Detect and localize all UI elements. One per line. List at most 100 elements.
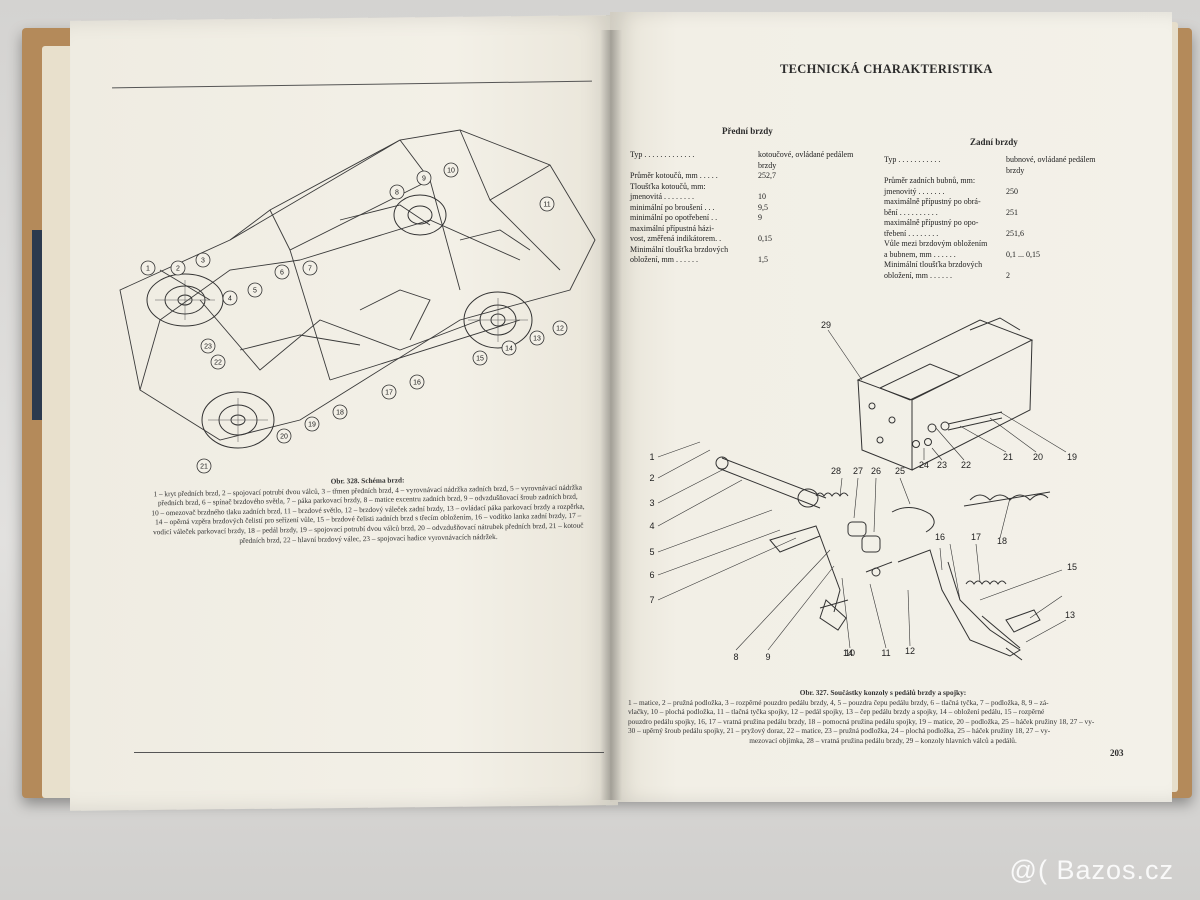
- rear-spec-value: 251,6: [1006, 228, 1024, 238]
- rear-spec-row: Průměr zadních bubnů, mm:: [884, 176, 1074, 187]
- left-callout-number: 21: [200, 464, 208, 471]
- front-spec-value: 9: [758, 213, 762, 222]
- right-caption-line: Obr. 327. Součástky konzoly s pedálů brz…: [799, 688, 967, 697]
- pedal-callout-number: 9: [765, 652, 770, 662]
- rear-spec-label: a bubnem, mm . . . . . .: [884, 249, 956, 259]
- page-number: 203: [1110, 748, 1124, 758]
- rear-spec-label: maximálně přípustný po obrá-: [884, 197, 981, 206]
- rear-spec-row: obložení, mm . . . . . . 2: [884, 271, 1074, 282]
- left-callout-number: 19: [308, 422, 316, 429]
- rear-spec-row: a bubnem, mm . . . . . . 0,1 ... 0,15: [884, 250, 1074, 261]
- left-callout-number: 4: [228, 296, 232, 303]
- left-callouts: [140, 162, 568, 474]
- right-caption-line: 30 – upěrný šroub pedálu spojky, 21 – pr…: [628, 726, 1051, 736]
- front-spec-row: minimální po opotřebení . .9: [630, 213, 790, 224]
- pedal-callout-number: 7: [649, 595, 654, 605]
- pedal-callout-number: 13: [1065, 610, 1075, 620]
- left-callout-number: 3: [201, 258, 205, 265]
- left-callout-number: 15: [476, 356, 484, 363]
- front-spec-label: obložení, mm . . . . . .: [630, 255, 698, 264]
- pedal-callout-number: 25: [895, 466, 905, 476]
- right-caption-line: pouzdro pedálu spojky, 16, 17 – vratná p…: [628, 716, 1095, 726]
- rear-spec-label: obložení, mm . . . . . .: [884, 270, 952, 280]
- front-spec-value: brzdy: [758, 160, 777, 170]
- pedal-callout-number: 23: [937, 460, 947, 470]
- front-spec-row: Minimální tloušťka brzdových: [630, 245, 790, 256]
- pedal-callout-number: 2: [649, 473, 654, 483]
- right-page: [610, 12, 1172, 802]
- front-brakes-table: Typ . . . . . . . . . . . . . kotoučové, …: [630, 150, 853, 266]
- front-spec-row: vost, změřená indikátorem. . 0,15: [630, 234, 790, 245]
- front-spec-row: maximální přípustná házi-: [630, 224, 790, 235]
- front-spec-value: 0,15: [758, 234, 772, 243]
- pedal-callout-number: 16: [935, 532, 945, 542]
- front-spec-label: jmenovitá . . . . . . . .: [630, 192, 694, 201]
- pedal-callout-number: 1: [649, 452, 654, 462]
- rear-spec-row: Vůle mezi brzdovým obložením: [884, 239, 1074, 250]
- left-figure-caption: Obr. 328. Schéma brzd: 1 – kryt předních…: [120, 472, 617, 547]
- left-callout-number: 13: [533, 336, 541, 343]
- pedal-callout-number: 26: [871, 466, 881, 476]
- rear-spec-label: Vůle mezi brzdovým obložením: [884, 239, 988, 248]
- left-callout-number: 9: [422, 176, 426, 183]
- pedal-callout-number: 21: [1003, 452, 1013, 462]
- front-spec-label: vost, změřená indikátorem. .: [630, 234, 722, 243]
- left-callout-number: 14: [505, 346, 513, 353]
- pedal-callout-number: 17: [971, 532, 981, 542]
- rear-spec-row: Minimální tloušťka brzdových: [884, 260, 1074, 271]
- rear-brakes-table: Typ . . . . . . . . . . .bubnové, ovláda…: [884, 155, 1096, 282]
- right-figure-caption: Obr. 327. Součástky konzoly s pedálů brz…: [628, 688, 1138, 746]
- left-callout-number: 17: [385, 390, 393, 397]
- pedal-callout-number: 6: [649, 570, 654, 580]
- pedal-callout-number: 14: [843, 648, 853, 658]
- rear-spec-row: bění . . . . . . . . . .251: [884, 208, 1074, 219]
- rear-spec-label: jmenovitý . . . . . . .: [884, 186, 945, 196]
- left-callout-number: 18: [336, 410, 344, 417]
- rear-spec-value: 2: [1006, 270, 1010, 280]
- pedal-callout-number: 27: [853, 466, 863, 476]
- left-callout-number: 2: [176, 266, 180, 273]
- rear-spec-label: bění . . . . . . . . . .: [884, 207, 938, 217]
- left-callout-number: 11: [543, 202, 550, 209]
- pedal-callout-number: 4: [649, 521, 654, 531]
- watermark: @( Bazos.cz: [1009, 855, 1174, 885]
- pedal-callout-number: 3: [649, 498, 654, 508]
- pedal-callout-number: 29: [821, 320, 831, 330]
- pedal-callout-number: 22: [961, 460, 971, 470]
- front-spec-row: Průměr kotoučů, mm . . . . .252,7: [630, 171, 790, 182]
- rear-spec-row: jmenovitý . . . . . . .250: [884, 187, 1074, 198]
- book-gutter: [600, 30, 622, 800]
- rear-spec-row: Typ . . . . . . . . . . .bubnové, ovláda…: [884, 155, 1096, 166]
- rear-spec-label: maximálně přípustný po opo-: [884, 218, 979, 227]
- page-title: TECHNICKÁ CHARAKTERISTIKA: [780, 62, 993, 76]
- rear-spec-value: brzdy: [1006, 165, 1025, 175]
- left-callout-number: 8: [395, 190, 399, 197]
- left-callout-number: 10: [447, 168, 455, 175]
- front-spec-label: minimální po broušení . . .: [630, 202, 715, 212]
- rear-spec-row: třebení . . . . . . . . 251,6: [884, 229, 1074, 240]
- rear-spec-row: brzdy: [884, 166, 1074, 177]
- front-spec-value: kotoučové, ovládané pedálem: [758, 150, 854, 159]
- right-caption-line: vlačky, 10 – plochá podložka, 11 – tlačn…: [628, 707, 1045, 717]
- rear-spec-value: bubnové, ovládané pedálem: [1006, 155, 1096, 164]
- pedal-callout-number: 15: [1067, 562, 1077, 572]
- right-caption-line: 1 – matice, 2 – pružná podložka, 3 – roz…: [628, 697, 1049, 707]
- pedal-callout-number: 11: [881, 648, 890, 658]
- front-spec-row: Typ . . . . . . . . . . . . . kotoučové, …: [630, 150, 853, 161]
- left-callout-number: 20: [280, 434, 288, 441]
- front-spec-row: brzdy: [630, 161, 790, 172]
- front-brakes-heading: Přední brzdy: [722, 126, 773, 136]
- left-page-bottom-rule: [134, 752, 604, 753]
- rear-spec-label: třebení . . . . . . . .: [884, 228, 939, 238]
- rear-spec-value: 0,1 ... 0,15: [1006, 249, 1040, 259]
- front-spec-row: Tloušťka kotoučů, mm:: [630, 182, 790, 193]
- left-callout-number: 16: [413, 380, 421, 387]
- front-spec-label: Typ . . . . . . . . . . . . .: [630, 150, 695, 159]
- rear-spec-row: maximálně přípustný po obrá-: [884, 197, 1074, 208]
- pedal-callout-number: 8: [733, 652, 738, 662]
- left-callout-number: 22: [214, 360, 222, 367]
- front-spec-value: 10: [758, 192, 766, 201]
